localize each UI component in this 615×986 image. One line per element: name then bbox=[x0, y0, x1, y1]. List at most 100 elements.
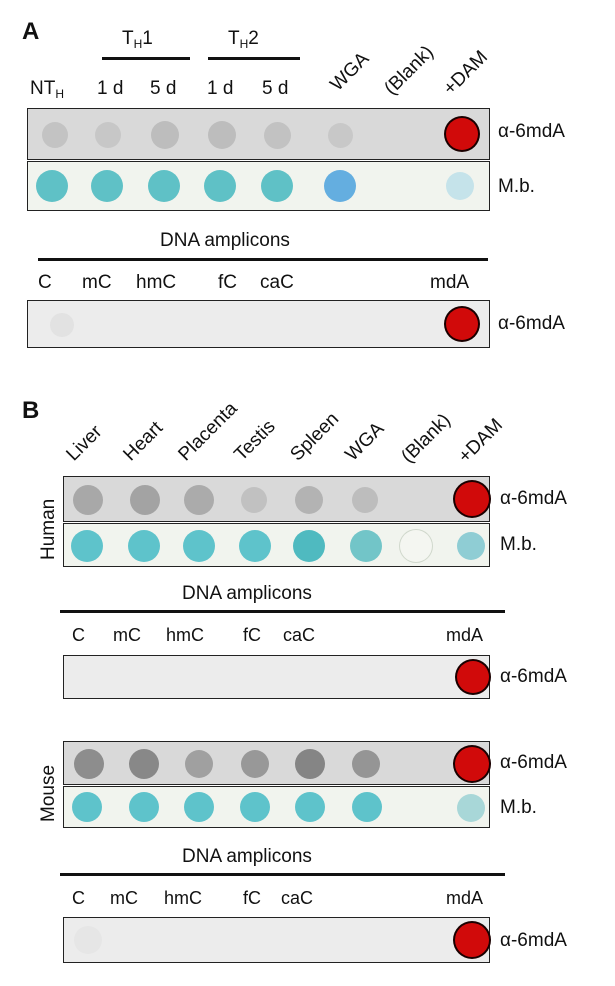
amplicon-label-mc: mC bbox=[82, 272, 112, 293]
panel-a-mb-strip bbox=[27, 161, 490, 211]
th2-main: T bbox=[228, 28, 240, 49]
mb-dot bbox=[293, 530, 325, 562]
blot-dot bbox=[50, 313, 74, 337]
amplicon-label-fc: fC bbox=[243, 888, 261, 908]
mb-dot bbox=[204, 170, 236, 202]
dam-red-dot bbox=[457, 661, 489, 693]
mb-dot bbox=[324, 170, 356, 202]
col-label-wga-b: WGA bbox=[341, 418, 389, 466]
mouse-blot-label: α-6mdA bbox=[500, 752, 567, 773]
side-label-mouse: Mouse bbox=[38, 764, 59, 822]
mb-dot bbox=[240, 792, 270, 822]
mouse-blot-strip bbox=[63, 741, 490, 785]
blot-dot bbox=[42, 122, 68, 148]
panel-a-row3-label: α-6mdA bbox=[498, 313, 565, 334]
nt-main: NT bbox=[30, 78, 56, 99]
blot-dot bbox=[185, 750, 213, 778]
mouse-mb-label: M.b. bbox=[500, 797, 537, 818]
panel-a-blot-strip bbox=[27, 108, 490, 160]
amplicon-label-c: C bbox=[72, 888, 85, 908]
col-label-th2-1d: 1 d bbox=[207, 78, 234, 99]
mouse-amplicons-title: DNA amplicons bbox=[182, 846, 312, 867]
col-label-nth: NTH bbox=[30, 78, 64, 101]
amplicon-label-c: C bbox=[72, 625, 85, 645]
human-amplicons-title: DNA amplicons bbox=[182, 583, 312, 604]
amplicon-label-mda: mdA bbox=[446, 625, 484, 645]
col-label-dam-b: +DAM bbox=[454, 414, 508, 468]
panel-a-row1-label: α-6mdA bbox=[498, 121, 565, 142]
col-label-blank: (Blank) bbox=[380, 41, 438, 100]
dam-red-dot bbox=[455, 747, 489, 781]
col-label-wga: WGA bbox=[326, 48, 374, 96]
mb-dot bbox=[261, 170, 293, 202]
mb-dot bbox=[71, 530, 103, 562]
blot-dot bbox=[295, 749, 325, 779]
dam-red-dot bbox=[446, 118, 478, 150]
mb-dot bbox=[72, 792, 102, 822]
blot-dot bbox=[95, 122, 121, 148]
th1-tail: 1 bbox=[142, 28, 153, 49]
mouse-mb-strip bbox=[63, 786, 490, 828]
amplicon-label-fc: fC bbox=[243, 625, 261, 645]
amplicon-label-mc: mC bbox=[110, 888, 138, 908]
panel-a-row2-label: M.b. bbox=[498, 176, 535, 197]
col-label-testis: Testis bbox=[230, 416, 280, 466]
human-blot-label: α-6mdA bbox=[500, 488, 567, 509]
blot-dot bbox=[264, 122, 291, 149]
col-label-liver: Liver bbox=[62, 421, 107, 466]
amplicon-label-mc: mC bbox=[113, 625, 141, 645]
col-label-spleen: Spleen bbox=[286, 408, 344, 466]
mb-dot bbox=[400, 530, 432, 562]
blot-dot bbox=[129, 749, 159, 779]
nt-sub: H bbox=[55, 87, 64, 101]
side-label-human: Human bbox=[38, 498, 59, 560]
th1-sub: H bbox=[133, 37, 143, 51]
mb-dot bbox=[183, 530, 215, 562]
panel-a-letter: A bbox=[22, 18, 40, 45]
col-label-heart: Heart bbox=[119, 417, 168, 466]
panel-a-amplicons-rule bbox=[38, 258, 488, 261]
th1-group-label: TH1 bbox=[122, 28, 153, 51]
mouse-amplicon-label: α-6mdA bbox=[500, 930, 567, 951]
blot-dot bbox=[208, 121, 236, 149]
amplicon-label-cac: caC bbox=[283, 625, 316, 645]
blot-dot bbox=[73, 485, 103, 515]
human-mb-label: M.b. bbox=[500, 534, 537, 555]
blot-dot bbox=[130, 485, 160, 515]
col-label-placenta: Placenta bbox=[174, 398, 242, 466]
mb-dot bbox=[350, 530, 382, 562]
blot-dot bbox=[74, 926, 102, 954]
human-amplicons-rule bbox=[60, 610, 505, 613]
dam-red-dot bbox=[446, 308, 478, 340]
amplicon-label-cac: caC bbox=[260, 272, 294, 293]
mb-dot bbox=[446, 172, 474, 200]
th2-sub: H bbox=[239, 37, 249, 51]
col-label-th1-5d: 5 d bbox=[150, 78, 177, 99]
mb-dot bbox=[91, 170, 123, 202]
mb-dot bbox=[129, 792, 159, 822]
mouse-amplicons-rule bbox=[60, 873, 505, 876]
mouse-amplicon-strip bbox=[63, 917, 490, 963]
col-label-th2-5d: 5 d bbox=[262, 78, 289, 99]
amplicon-label-cac: caC bbox=[281, 888, 314, 908]
dam-red-dot bbox=[455, 482, 489, 516]
mb-dot bbox=[36, 170, 68, 202]
th1-bracket bbox=[102, 57, 190, 60]
blot-dot bbox=[184, 485, 214, 515]
dam-red-dot bbox=[455, 923, 489, 957]
human-blot-strip bbox=[63, 476, 490, 522]
col-label-blank-b: (Blank) bbox=[397, 409, 455, 468]
col-label-dam: +DAM bbox=[439, 46, 493, 100]
blot-dot bbox=[352, 487, 378, 513]
th2-tail: 2 bbox=[248, 28, 259, 49]
amplicon-label-mda: mdA bbox=[430, 272, 470, 293]
blot-dot bbox=[295, 486, 323, 514]
mb-dot bbox=[352, 792, 382, 822]
amplicon-label-hmc: hmC bbox=[166, 625, 205, 645]
panel-b-letter: B bbox=[22, 397, 40, 424]
human-mb-strip bbox=[63, 523, 490, 567]
amplicon-label-mda: mdA bbox=[446, 888, 484, 908]
col-label-th1-1d: 1 d bbox=[97, 78, 124, 99]
blot-dot bbox=[241, 750, 269, 778]
mb-dot bbox=[239, 530, 271, 562]
